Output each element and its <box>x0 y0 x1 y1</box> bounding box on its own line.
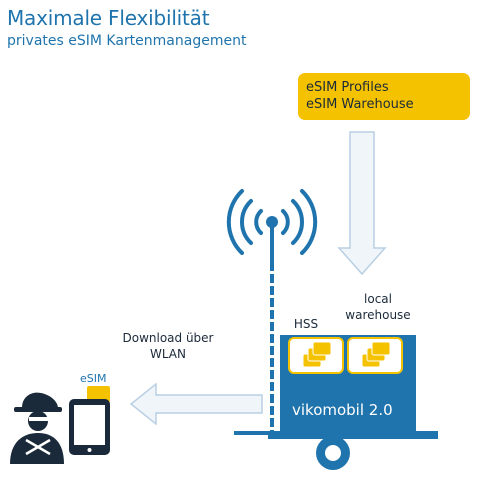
hss-sim-box <box>288 337 344 374</box>
antenna-icon <box>226 189 318 264</box>
warehouse-label: eSIM Profiles eSIM Warehouse <box>306 80 414 112</box>
download-label: Download über WLAN <box>122 331 214 361</box>
local-warehouse-sim-box <box>347 337 403 374</box>
download-down-arrow <box>337 131 387 276</box>
download-left-arrow <box>129 382 263 426</box>
hss-label: HSS <box>293 317 319 331</box>
diagram-title: Maximale Flexibilität <box>7 6 210 30</box>
firefighter-icon <box>10 392 64 464</box>
diagram-subtitle: privates eSIM Kartenmanagement <box>7 33 247 49</box>
warehouse-box <box>298 73 470 120</box>
vehicle-base <box>268 431 438 439</box>
sim-card-icon <box>87 386 110 402</box>
local-warehouse-label: local warehouse <box>345 292 411 322</box>
esim-label: eSIM <box>80 372 107 385</box>
smartphone-icon <box>69 399 110 455</box>
wheel-icon <box>316 436 350 470</box>
vehicle-label: vikomobil 2.0 <box>292 401 393 419</box>
